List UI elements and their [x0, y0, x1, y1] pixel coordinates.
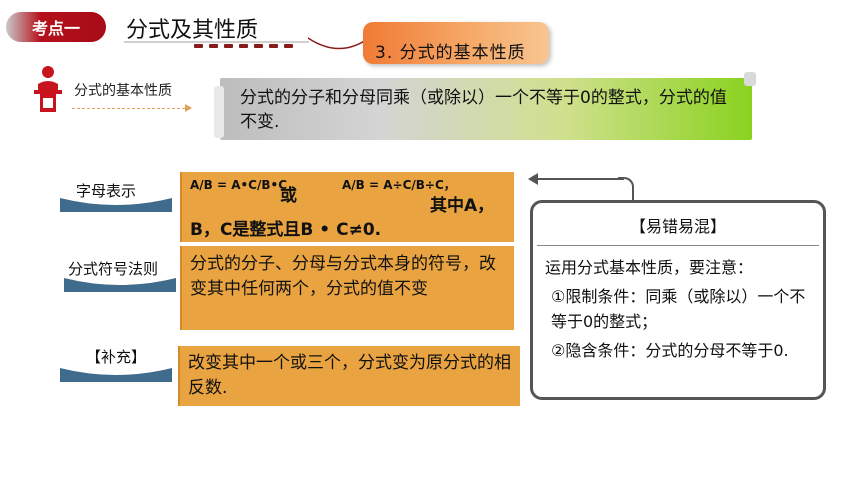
- property-label: 分式的基本性质: [74, 83, 172, 99]
- formula-note: 其中A，B，C是整式且B • C≠0.: [190, 196, 495, 240]
- supplement-box: 改变其中一个或三个，分式变为原分式的相反数.: [178, 346, 520, 406]
- label-base: [60, 368, 172, 382]
- letters-box: A/B = A•C/B•C 或 A/B = A÷C/B÷C， 其中A，B，C是整…: [180, 172, 514, 242]
- row-label-sign-rule: 分式符号法则: [68, 260, 159, 278]
- or-word: 或: [280, 186, 297, 206]
- page-title: 分式及其性质: [126, 18, 259, 43]
- statement-banner: [214, 72, 756, 140]
- mistakes-intro: 运用分式基本性质，要注意：: [545, 258, 754, 277]
- common-mistakes-box: 【易错易混】 运用分式基本性质，要注意： ①限制条件：同乘（或除以）一个不等于0…: [530, 200, 826, 400]
- pointer-arrow-line: [534, 178, 624, 180]
- formula-1: A/B = A•C/B•C: [190, 178, 287, 192]
- pointer-arrow-head: [528, 173, 538, 185]
- connector-curve: [308, 37, 367, 50]
- mistakes-divider: [537, 245, 819, 246]
- lecturer-icon: [34, 66, 62, 112]
- label-base: [60, 198, 172, 212]
- dashed-arrow: [72, 104, 192, 112]
- sign-rule-box: 分式的分子、分母与分式本身的符号，改变其中任何两个，分式的值不变: [180, 246, 514, 330]
- mistakes-body: 运用分式基本性质，要注意： ①限制条件：同乘（或除以）一个不等于0的整式； ②隐…: [545, 255, 821, 363]
- formula-2: A/B = A÷C/B÷C，: [342, 178, 456, 192]
- row-label-letters: 字母表示: [76, 182, 137, 200]
- mistakes-item-1: ①限制条件：同乘（或除以）一个不等于0的整式；: [551, 287, 806, 331]
- row-label-supplement: 【补充】: [86, 348, 147, 366]
- title-underline: [124, 41, 309, 43]
- supplement-text: 改变其中一个或三个，分式变为原分式的相反数.: [188, 353, 511, 398]
- section-tag-label: 3. 分式的基本性质: [375, 43, 526, 63]
- property-statement: 分式的分子和分母同乘（或除以）一个不等于0的整式，分式的值不变.: [240, 88, 727, 132]
- section-tag: [363, 22, 549, 64]
- mistakes-item-2: ②隐含条件：分式的分母不等于0.: [551, 341, 789, 360]
- pointer-connector: [618, 177, 634, 203]
- topic-badge: 考点一: [6, 12, 106, 42]
- sign-rule-text: 分式的分子、分母与分式本身的符号，改变其中任何两个，分式的值不变: [190, 254, 496, 299]
- mistakes-title: 【易错易混】: [629, 217, 726, 236]
- label-base: [64, 278, 176, 292]
- decorative-dots: [194, 44, 293, 48]
